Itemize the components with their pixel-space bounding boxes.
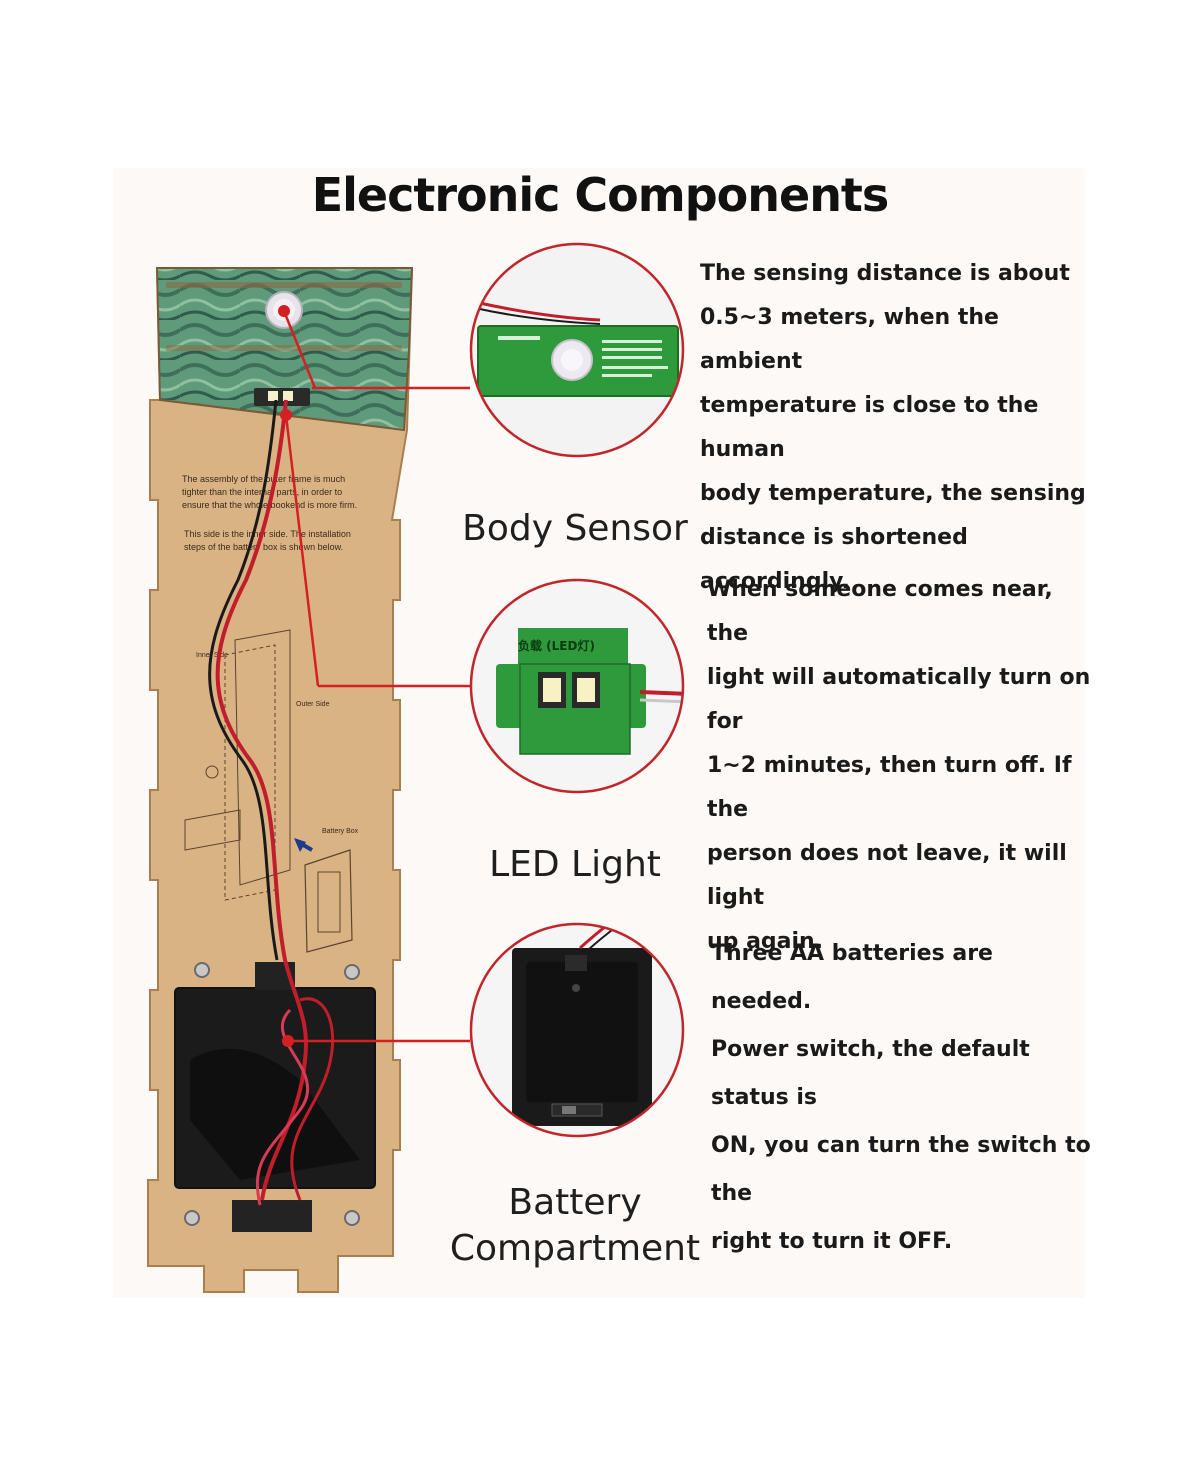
wires [208, 399, 335, 1206]
label-battery-compartment: Battery Compartment [449, 1182, 701, 1269]
page-title: Electronic Components [311, 168, 890, 222]
board-note-2-line-2: steps of the battery box is shown below. [184, 542, 343, 552]
label-led-light: LED Light [489, 844, 661, 885]
led-board-label: 负载 (LED灯) [518, 638, 595, 653]
desc-led-light: When someone comes near, the light will … [707, 577, 1091, 954]
led-light-closeup: 负载 (LED灯) [469, 578, 685, 794]
callout-lines [278, 305, 470, 1047]
body-sensor-closeup [469, 242, 685, 458]
board-led-module [254, 388, 310, 406]
desc-body-sensor: The sensing distance is about 0.5~3 mete… [700, 261, 1086, 594]
swirl-panel [155, 267, 414, 432]
board-battery-holder [174, 962, 376, 1232]
label-body-sensor: Body Sensor [462, 508, 688, 549]
battery-closeup [469, 922, 685, 1138]
board-note-1-line-1: The assembly of the outer frame is much [182, 474, 345, 484]
board-note-2-line-1: This side is the inner side. The install… [184, 529, 351, 539]
desc-battery-compartment: Three AA batteries are needed. Power swi… [711, 941, 1091, 1254]
board-battery-box: Battery Box [322, 828, 359, 835]
board-outer-side: Outer Side [296, 701, 330, 708]
